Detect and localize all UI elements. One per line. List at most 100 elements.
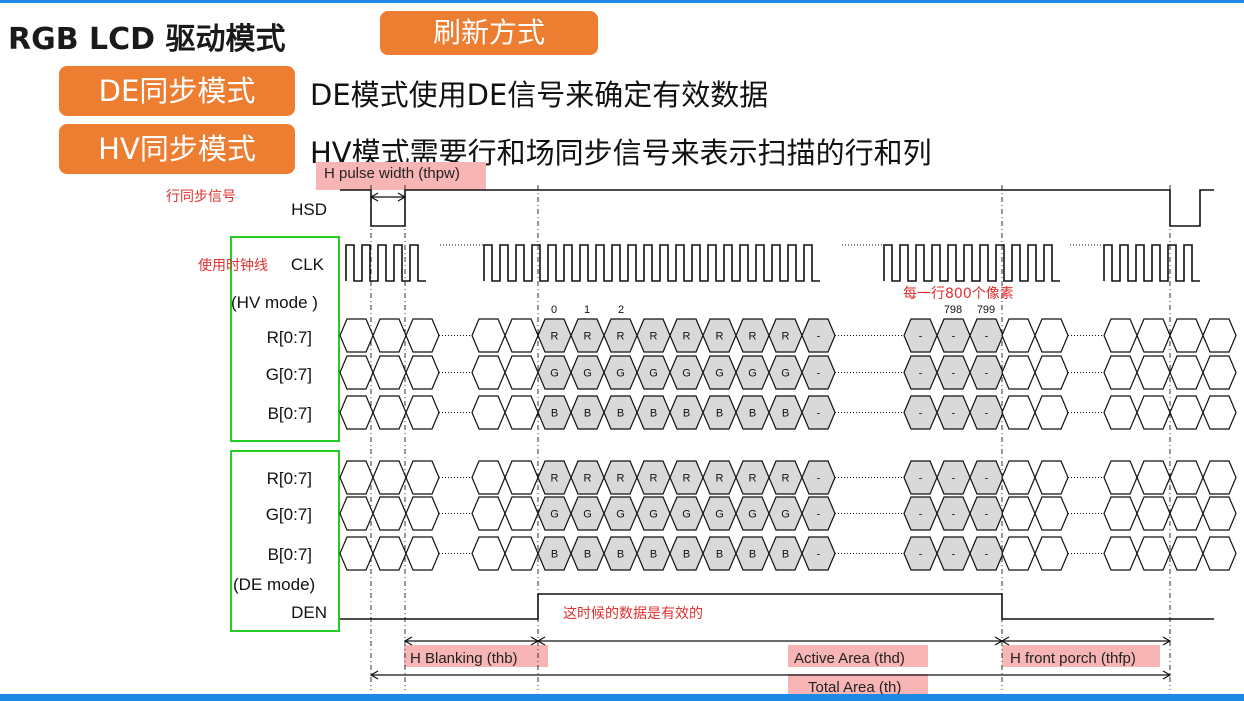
data-cell-label: G (748, 509, 757, 521)
data-cell (1136, 460, 1171, 495)
data-cell (735, 355, 770, 390)
data-cell-label: - (985, 408, 989, 420)
data-cell (936, 355, 971, 390)
data-cell-label: B (749, 549, 756, 561)
data-cell (903, 496, 938, 531)
data-cell (405, 318, 440, 353)
data-cell (768, 395, 803, 430)
pixel-index-799: 799 (977, 304, 995, 316)
data-cell (471, 395, 506, 430)
data-cell-label: - (919, 368, 923, 380)
data-cell (1202, 496, 1237, 531)
hv-mode-badge: HV同步模式 (59, 124, 295, 174)
data-cell (603, 355, 638, 390)
data-cell (936, 536, 971, 571)
data-cell (372, 460, 407, 495)
data-cell (936, 318, 971, 353)
hv-mode-label: (HV mode ) (231, 293, 318, 312)
page-title: RGB LCD 驱动模式 (8, 22, 286, 57)
data-cell (735, 536, 770, 571)
data-cell (768, 496, 803, 531)
data-cell-label: R (749, 331, 757, 343)
data-cell (570, 496, 605, 531)
data-cell (801, 496, 836, 531)
data-cell (1136, 355, 1171, 390)
data-cell-label: B (650, 408, 657, 420)
h-blanking-arrow-head (403, 636, 413, 646)
data-cell-label: R (683, 331, 691, 343)
data-cell (504, 496, 539, 531)
data-cell (768, 318, 803, 353)
data-cell (702, 355, 737, 390)
data-cell-label: - (919, 549, 923, 561)
clk-signal-label: CLK (291, 255, 325, 274)
data-cell (801, 536, 836, 571)
den-annotation: 这时候的数据是有效的 (563, 605, 703, 622)
data-cell (702, 496, 737, 531)
hsync-annotation: 行同步信号 (166, 189, 236, 205)
data-cell (768, 460, 803, 495)
data-cell-label: - (817, 473, 821, 485)
data-cell (405, 395, 440, 430)
pixels-per-line-annotation: 每一行800个像素 (903, 286, 1014, 302)
data-cell (1001, 536, 1036, 571)
data-cell-label: G (583, 368, 592, 380)
data-cell-label: - (952, 368, 956, 380)
data-cell-label: - (952, 549, 956, 561)
data-cell (1136, 536, 1171, 571)
data-cell (1202, 536, 1237, 571)
data-cell-label: G (550, 509, 559, 521)
den-waveform (340, 593, 1214, 620)
data-cell (936, 460, 971, 495)
data-cell (636, 395, 671, 430)
h-front-porch-arrow-head (1162, 636, 1172, 646)
data-cell (903, 318, 938, 353)
data-cell (801, 355, 836, 390)
data-cell (969, 460, 1004, 495)
data-cell-label: G (550, 368, 559, 380)
data-cell (1001, 355, 1036, 390)
data-cell-label: B (716, 549, 723, 561)
data-cell (339, 318, 374, 353)
data-cell-label: - (817, 408, 821, 420)
data-cell-label: R (782, 473, 790, 485)
label-highlight (788, 674, 928, 696)
data-cell-label: - (985, 331, 989, 343)
pixel-index-798: 798 (944, 304, 962, 316)
data-cell (1001, 496, 1036, 531)
data-cell (339, 496, 374, 531)
data-cell (537, 536, 572, 571)
data-cell (1001, 460, 1036, 495)
data-cell (339, 395, 374, 430)
data-cell (504, 318, 539, 353)
hv-b-signal-label: B[0:7] (268, 404, 312, 423)
data-cell (801, 460, 836, 495)
data-cell (735, 395, 770, 430)
data-cell (1169, 496, 1204, 531)
data-cell-label: - (919, 408, 923, 420)
active-area-arrow-head (536, 636, 546, 646)
data-cell (537, 318, 572, 353)
data-cell-label: B (749, 408, 756, 420)
data-cell (702, 395, 737, 430)
data-cell (1034, 355, 1069, 390)
data-cell (339, 355, 374, 390)
data-cell (636, 318, 671, 353)
data-cell (1169, 395, 1204, 430)
data-cell (1202, 460, 1237, 495)
data-cell (669, 395, 704, 430)
data-cell-label: R (749, 473, 757, 485)
data-cell (504, 395, 539, 430)
data-cell-label: G (583, 509, 592, 521)
de-mode-label: (DE mode) (233, 575, 315, 594)
data-cell-label: - (919, 509, 923, 521)
data-cell (1103, 496, 1138, 531)
h-blanking-label: H Blanking (thb) (410, 650, 518, 667)
pulse-width-arrow-head (397, 192, 407, 202)
data-cell-label: R (650, 331, 658, 343)
data-cell (1103, 460, 1138, 495)
data-cell-label: - (817, 331, 821, 343)
data-cell-label: R (617, 473, 625, 485)
data-cell (969, 318, 1004, 353)
data-cell-label: B (551, 408, 558, 420)
